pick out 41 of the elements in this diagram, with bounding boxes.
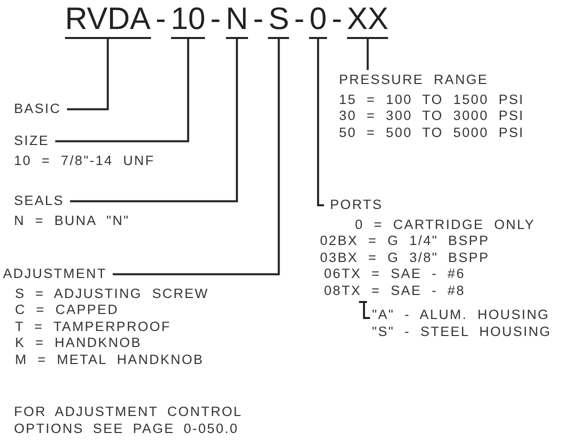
option-line: 02BX = G 1/4" BSPP xyxy=(320,233,490,250)
option-line: 10 = 7/8"-14 UNF xyxy=(14,152,155,169)
option-line: T = TAMPERPROOF xyxy=(15,318,172,335)
separator-dash: - xyxy=(156,2,166,36)
option-heading: SEALS xyxy=(14,193,64,210)
note-text: FOR ADJUSTMENT CONTROL OPTIONS SEE PAGE 0-050.0 xyxy=(14,404,243,437)
option-line: 30 = 300 TO 3000 PSI xyxy=(339,108,524,124)
leader-line xyxy=(366,39,369,70)
leader-line xyxy=(55,39,190,142)
leader-line xyxy=(70,39,238,202)
option-line: "S" - STEEL HOUSING xyxy=(372,324,552,340)
option-line: N = BUNA "N" xyxy=(14,212,130,229)
separator-dash: - xyxy=(294,2,304,36)
option-line: C = CAPPED xyxy=(15,302,120,318)
option-line: 03BX = G 3/8" BSPP xyxy=(320,250,490,266)
option-line: 06TX = SAE - #6 xyxy=(324,266,466,282)
option-line: 08TX = SAE - #8 xyxy=(324,282,466,299)
option-heading: BASIC xyxy=(14,101,62,118)
leader-line xyxy=(112,39,280,276)
code-segment: RVDA xyxy=(65,2,151,39)
code-segment: S xyxy=(268,2,290,39)
code-segment: XX xyxy=(347,2,388,39)
option-line: "A" - ALUM. HOUSING xyxy=(372,307,551,324)
option-heading: PORTS xyxy=(330,197,383,214)
code-segment: 0 xyxy=(309,2,327,39)
option-line: S = ADJUSTING SCREW xyxy=(15,286,209,302)
option-heading: SIZE xyxy=(14,133,50,150)
separator-dash: - xyxy=(332,2,342,36)
leader-line xyxy=(67,39,109,110)
option-heading: ADJUSTMENT xyxy=(3,266,107,282)
option-heading: PRESSURE RANGE xyxy=(339,72,488,88)
option-line: 15 = 100 TO 1500 PSI xyxy=(339,92,524,108)
separator-dash: - xyxy=(253,2,264,36)
leader-line xyxy=(317,39,324,206)
option-line: 50 = 500 TO 5000 PSI xyxy=(339,124,524,141)
code-segment: N xyxy=(226,2,248,39)
code-segment: 10 xyxy=(170,2,206,39)
option-line: 0 = CARTRIDGE ONLY xyxy=(355,216,536,233)
separator-dash: - xyxy=(210,2,221,36)
option-line: K = HANDKNOB xyxy=(15,335,143,352)
option-line: M = METAL HANDKNOB xyxy=(15,352,205,368)
